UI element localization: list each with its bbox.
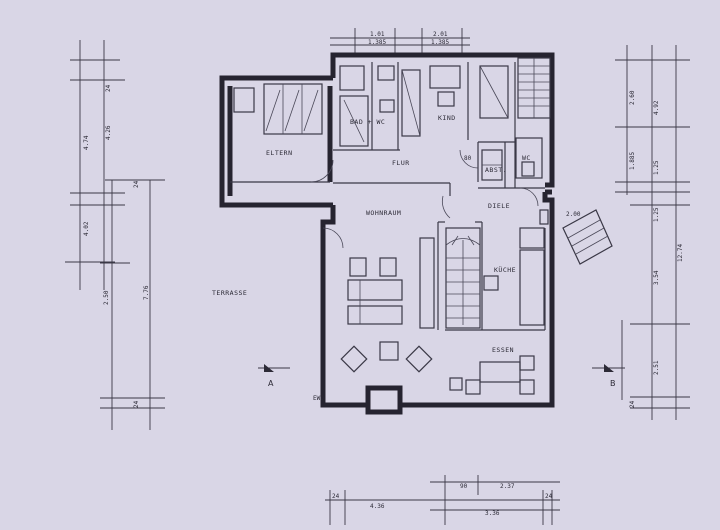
dim-top-1-385-a: 1.385 [368, 39, 386, 46]
exterior-walls [219, 52, 555, 415]
dim-right-4-92: 4.92 [653, 100, 660, 115]
dim-bottom-3-36: 3.36 [485, 510, 500, 517]
dim-left-24-top: 24 [105, 84, 112, 92]
bottom-dimension-chain: 24 4.36 90 2.37 3.36 24 [325, 475, 560, 525]
room-label-diele: DIELE [488, 202, 510, 210]
room-label-kueche: KÜCHE [494, 265, 516, 274]
wc-fixtures [481, 137, 543, 181]
section-mark-a: A [268, 379, 274, 388]
room-label-terrasse: TERRASSE [212, 289, 247, 297]
interior-walls [230, 62, 546, 331]
room-label-eltern: ELTERN [266, 149, 292, 157]
dim-left-24-b: 24 [133, 400, 140, 408]
dim-right-2-60: 2.60 [629, 90, 636, 105]
dim-bottom-2-37: 2.37 [500, 483, 515, 490]
room-label-wc: WC [522, 154, 531, 162]
dim-left-24-a: 24 [133, 180, 140, 188]
spiral-stair [445, 227, 481, 329]
top-right-stair [517, 57, 551, 119]
left-dimension-chain: 4.74 4.26 24 4.02 2.50 7.76 24 24 [65, 40, 165, 430]
door-swings [310, 149, 539, 249]
entrance-label: EWO [313, 395, 324, 402]
room-label-essen: ESSEN [492, 346, 514, 354]
dim-bottom-24-a: 24 [332, 493, 340, 500]
essen-furniture [340, 341, 535, 395]
dim-right-1-885: 1.885 [629, 152, 636, 170]
dim-left-7-76: 7.76 [143, 285, 150, 300]
section-markers: A B [258, 364, 625, 388]
kind-furniture [401, 65, 509, 137]
top-dimension-chain: 1.01 1.385 2.01 1.385 [330, 28, 470, 55]
dim-top-1-385-b: 1.385 [431, 39, 449, 46]
dim-right-2-51: 2.51 [653, 360, 660, 375]
dim-bottom-24-b: 24 [545, 493, 553, 500]
section-mark-b: B [610, 379, 616, 388]
stair-width-label: 2.00 [566, 211, 581, 218]
dim-bottom-90: 90 [460, 483, 468, 490]
room-label-bad-wc: BAD + WC [350, 118, 385, 126]
dim-right-12-74: 12.74 [677, 244, 684, 262]
dim-top-2-01: 2.01 [433, 31, 448, 38]
door-label-80: 80 [464, 155, 472, 162]
right-dimension-chain: 2.60 4.92 12.74 1.885 1.25 1.25 3.54 2.5… [615, 45, 690, 420]
eltern-beds [233, 83, 323, 135]
dim-right-24: 24 [629, 400, 636, 408]
room-label-flur: FLUR [392, 159, 410, 167]
dim-left-4-02: 4.02 [83, 221, 90, 236]
dim-right-1-25-b: 1.25 [653, 207, 660, 222]
exterior-stair: 2.00 [562, 209, 613, 265]
dim-bottom-4-36: 4.36 [370, 503, 385, 510]
room-label-abst: ABST. [485, 166, 507, 174]
dim-left-2-50: 2.50 [103, 290, 110, 305]
dim-left-4-74: 4.74 [83, 135, 90, 150]
diele-furniture [483, 209, 549, 326]
dim-left-4-26: 4.26 [105, 125, 112, 140]
dim-right-3-54: 3.54 [653, 270, 660, 285]
room-label-wohnraum: WOHNRAUM [366, 209, 401, 217]
room-labels: ELTERN BAD + WC KIND FLUR ABST. WC DIELE… [212, 114, 531, 402]
room-label-kind: KIND [438, 114, 456, 122]
wohnraum-furniture [347, 237, 435, 329]
bathroom-fixtures [339, 65, 395, 147]
dim-right-1-25-a: 1.25 [653, 160, 660, 175]
dim-top-1-01: 1.01 [370, 31, 385, 38]
